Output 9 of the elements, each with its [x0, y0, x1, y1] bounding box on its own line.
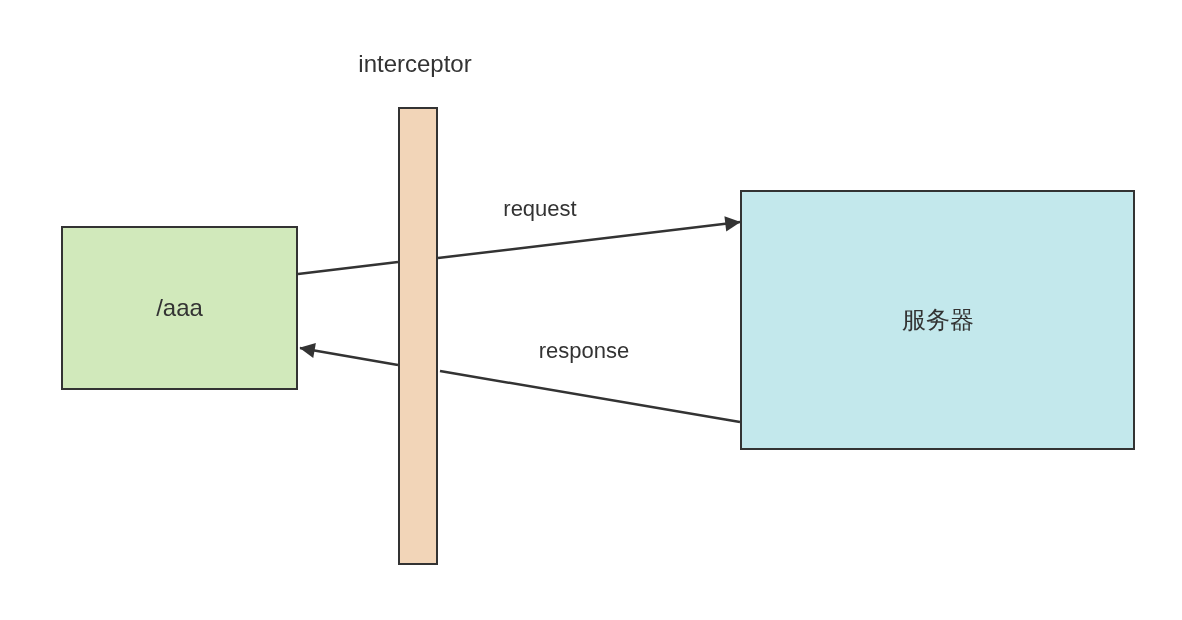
arrow [437, 216, 741, 260]
edge-label: request [503, 196, 577, 222]
node-label: /aaa [156, 294, 203, 322]
arrow [299, 342, 399, 367]
node-label: 服务器 [901, 305, 974, 335]
edge-label: response [538, 338, 630, 364]
bar-heading: interceptor [358, 50, 472, 78]
page-box [61, 226, 298, 390]
server-box [740, 190, 1135, 450]
